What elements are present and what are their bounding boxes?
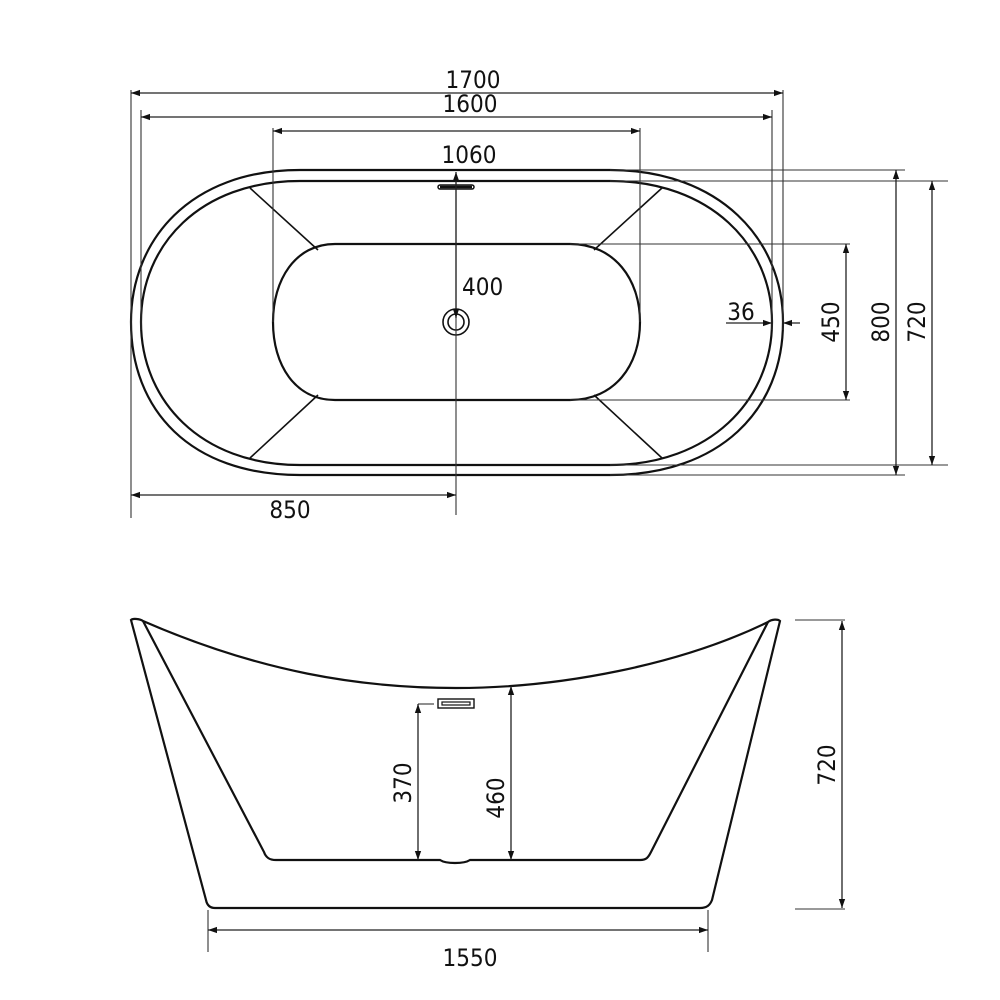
slope-line xyxy=(249,187,319,251)
dim-rim-length: 1600 xyxy=(443,90,498,118)
dim-overflow-height: 370 xyxy=(389,762,417,803)
dim-overall-width: 800 xyxy=(867,301,895,342)
slope-line xyxy=(593,394,663,459)
tub-side-outer xyxy=(129,617,782,910)
side-view: 370 460 720 1550 xyxy=(129,617,846,972)
tub-side-inner xyxy=(142,620,769,865)
dim-total-height: 720 xyxy=(813,744,841,785)
dim-overflow-to-drain: 400 xyxy=(462,273,503,301)
dim-drain-offset: 850 xyxy=(269,496,310,524)
dim-basin-flat-length: 1060 xyxy=(442,141,497,169)
slope-line xyxy=(249,394,319,459)
dim-base-length: 1550 xyxy=(443,944,498,972)
overflow-icon xyxy=(437,698,475,709)
dim-overall-length: 1700 xyxy=(446,66,501,94)
top-view: 1700 1600 1060 400 36 450 800 720 850 xyxy=(129,66,948,524)
dim-rim-outer-width: 720 xyxy=(903,301,931,342)
dim-inner-depth: 460 xyxy=(482,777,510,818)
dim-basin-width: 450 xyxy=(817,301,845,342)
dim-rim-width: 36 xyxy=(727,298,754,326)
slope-line xyxy=(593,187,663,251)
